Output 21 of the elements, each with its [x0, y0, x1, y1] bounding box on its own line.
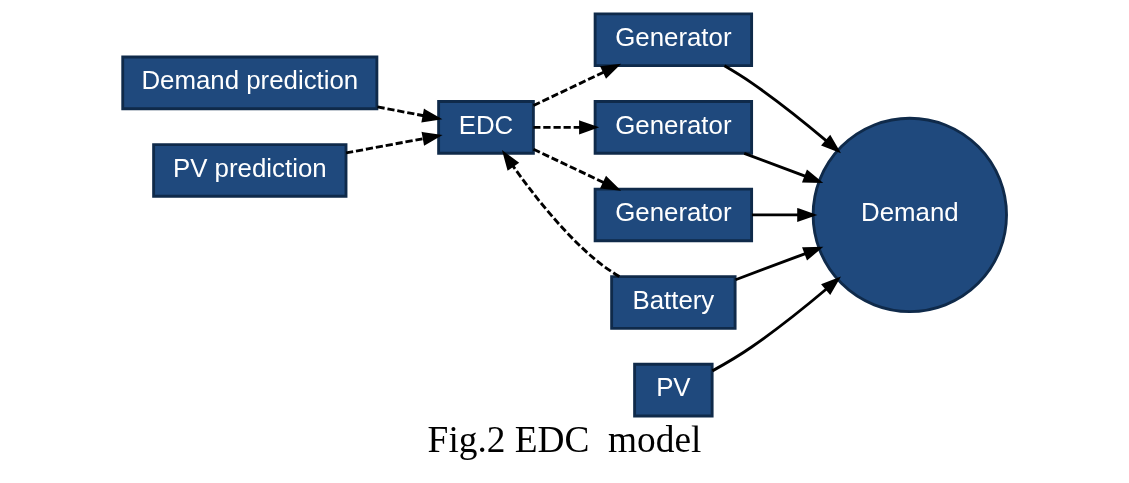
arrow	[743, 152, 824, 184]
arrow	[377, 105, 443, 123]
node-box: Generator	[593, 100, 754, 155]
node-box: Generator	[593, 12, 754, 68]
node-box: PV	[633, 362, 714, 418]
node-circle: Demand	[811, 116, 1008, 314]
arrow	[723, 64, 841, 154]
arrow	[533, 120, 600, 135]
arrow	[751, 207, 818, 222]
arrow	[345, 131, 443, 155]
node-box: Demand prediction	[121, 55, 379, 111]
node-box: Battery	[610, 275, 737, 330]
node-box: PV prediction	[152, 143, 348, 198]
caption: Fig.2 EDC model	[427, 418, 702, 460]
node-box: EDC	[437, 100, 535, 155]
arrow	[711, 276, 841, 373]
arrow	[532, 63, 622, 107]
arrow	[532, 147, 622, 191]
arrow	[501, 150, 621, 278]
node-box: Generator	[593, 187, 754, 243]
arrow	[735, 246, 824, 282]
